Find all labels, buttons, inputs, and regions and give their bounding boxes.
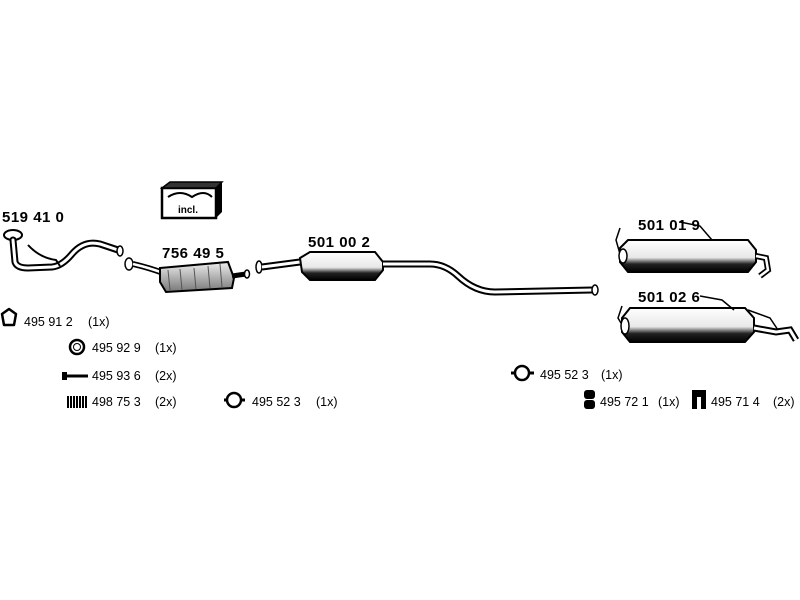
accessory-ring-qty: (1x) [155, 341, 177, 355]
catalytic-converter[interactable] [124, 257, 251, 294]
gasket-icon [0, 307, 18, 327]
kit-box-icon: incl. [159, 181, 224, 220]
accessory-rubber-a-qty: (1x) [658, 395, 680, 409]
rear-silencer-b[interactable] [617, 295, 800, 343]
accessory-gasket-a: 495 91 2 [24, 315, 73, 329]
clamp-icon [224, 391, 245, 409]
part-number-front-pipe: 519 41 0 [2, 209, 64, 226]
accessory-clamp-right-qty: (1x) [601, 368, 623, 382]
ring-icon [68, 338, 86, 356]
part-number-rear-silencer-b: 501 02 6 [638, 289, 700, 306]
front-pipe[interactable] [3, 229, 124, 272]
part-number-rear-silencer-a: 501 01 9 [638, 217, 700, 234]
accessory-rubber-b: 495 71 4 [711, 395, 760, 409]
rubber-mount-icon [692, 390, 706, 409]
spring-icon [67, 396, 87, 408]
part-number-center-silencer: 501 00 2 [308, 234, 370, 251]
center-silencer[interactable] [255, 251, 599, 296]
rear-silencer-a[interactable] [615, 221, 772, 279]
accessory-bolt-qty: (2x) [155, 369, 177, 383]
accessory-ring: 495 92 9 [92, 341, 141, 355]
accessory-rubber-b-qty: (2x) [773, 395, 795, 409]
incl-badge: incl. [178, 205, 198, 216]
accessory-rubber-a: 495 72 1 [600, 395, 649, 409]
bolt-icon [62, 372, 88, 380]
accessory-clamp-left: 495 52 3 [252, 395, 301, 409]
rubber-mount-icon [584, 390, 595, 409]
accessory-clamp-right: 495 52 3 [540, 368, 589, 382]
accessory-spring-qty: (2x) [155, 395, 177, 409]
accessory-bolt: 495 93 6 [92, 369, 141, 383]
part-number-catalyst: 756 49 5 [162, 245, 224, 262]
accessory-spring: 498 75 3 [92, 395, 141, 409]
accessory-gasket-a-qty: (1x) [88, 315, 110, 329]
accessory-clamp-left-qty: (1x) [316, 395, 338, 409]
clamp-icon [511, 364, 534, 382]
